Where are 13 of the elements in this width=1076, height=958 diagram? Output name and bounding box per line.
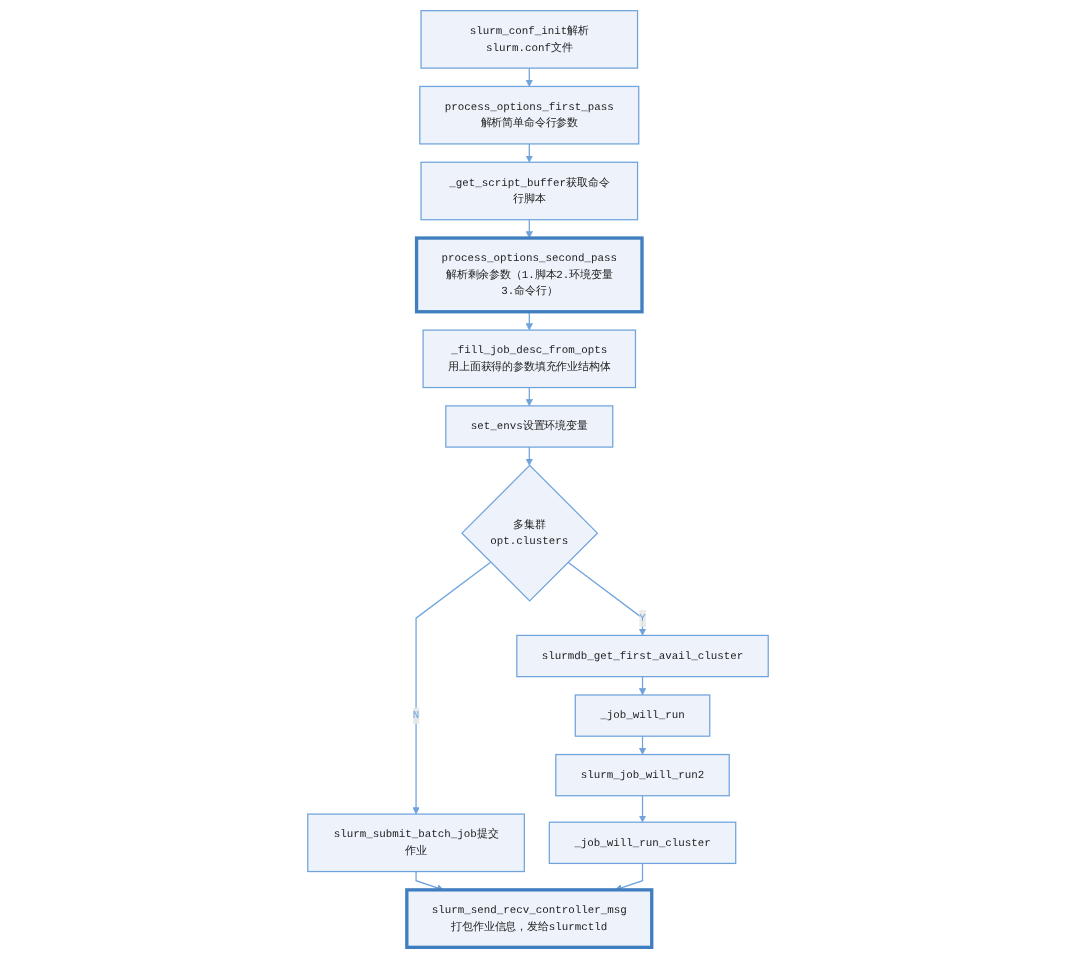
arrow — [638, 735, 647, 755]
arrow — [412, 561, 492, 815]
arrow — [614, 862, 644, 892]
arrow — [638, 795, 647, 823]
arrow — [525, 446, 533, 466]
arrow — [525, 386, 533, 407]
arrow — [415, 870, 444, 892]
arrow — [525, 67, 533, 87]
arrow — [567, 561, 647, 636]
arrow — [525, 143, 533, 163]
arrow — [638, 676, 647, 696]
arrow — [525, 219, 533, 239]
arrow — [525, 311, 533, 331]
